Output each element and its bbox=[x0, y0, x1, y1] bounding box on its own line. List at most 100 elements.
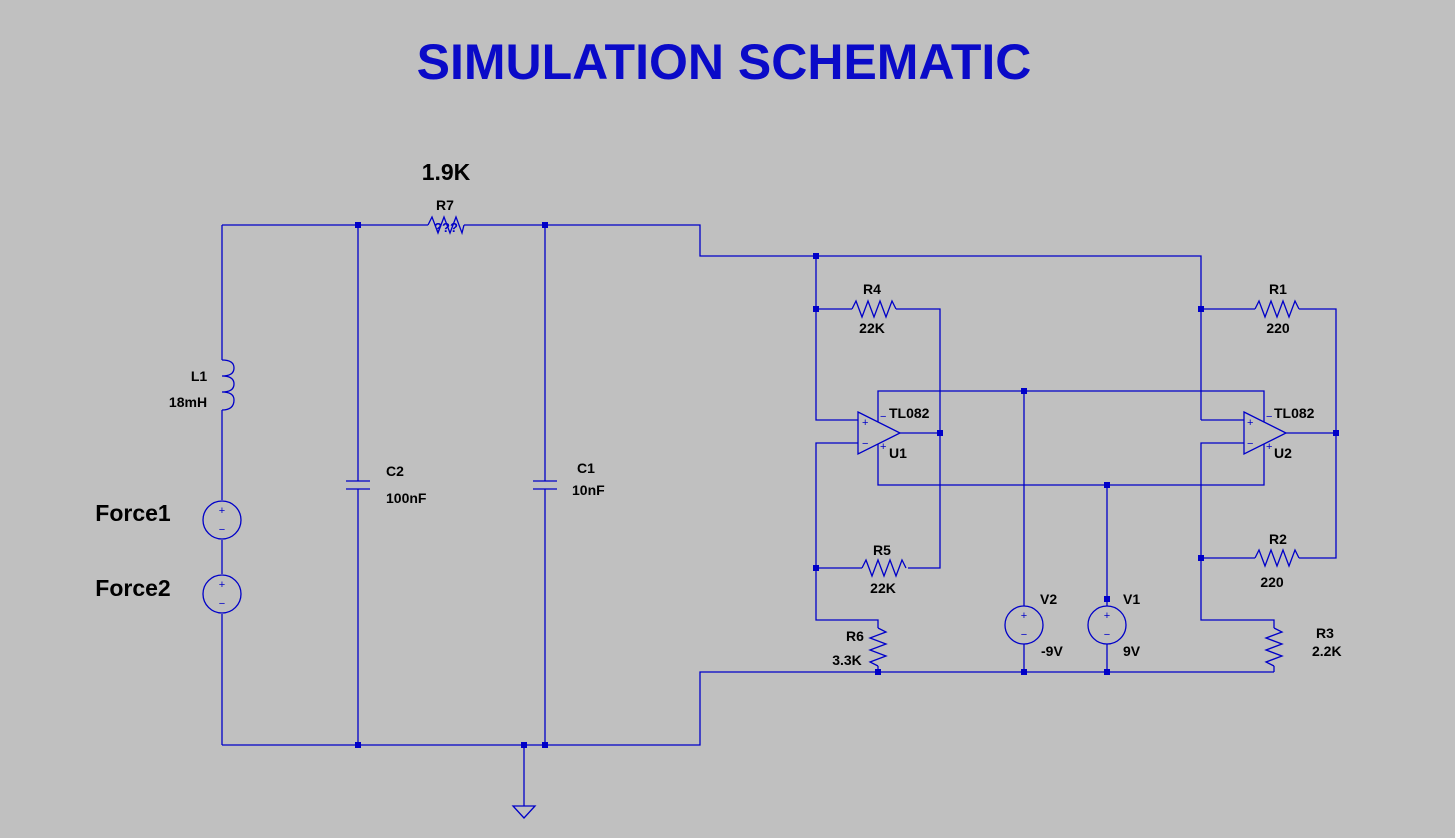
force1-label: Force1 bbox=[95, 500, 171, 526]
resistor-r7[interactable]: 1.9K R7 ??? bbox=[422, 159, 471, 236]
c1-label: C1 bbox=[577, 460, 595, 476]
junction bbox=[813, 306, 819, 312]
junction bbox=[813, 253, 819, 259]
r2-zigzag bbox=[1254, 548, 1300, 568]
u1-part: TL082 bbox=[889, 405, 930, 421]
r6-label: R6 bbox=[846, 628, 864, 644]
force2-circle bbox=[202, 574, 242, 614]
u1-triangle bbox=[857, 410, 902, 456]
u2-triangle bbox=[1243, 410, 1288, 456]
c1-plates bbox=[533, 480, 557, 490]
force2-label: Force2 bbox=[95, 575, 170, 601]
inductor-l1[interactable]: L1 18mH bbox=[169, 359, 235, 411]
r3-label: R3 bbox=[1316, 625, 1334, 641]
c2-value: 100nF bbox=[386, 490, 427, 506]
junction bbox=[1021, 669, 1027, 675]
u2-plus: + bbox=[1247, 417, 1253, 429]
resistor-r2[interactable]: R2 220 bbox=[1254, 531, 1300, 590]
wires bbox=[221, 224, 1337, 806]
junctions bbox=[355, 222, 1339, 748]
c2-plates bbox=[346, 480, 370, 490]
v2-circle bbox=[1004, 605, 1044, 645]
resistor-r6[interactable]: R6 3.3K bbox=[832, 627, 888, 668]
junction bbox=[355, 742, 361, 748]
junction bbox=[1104, 482, 1110, 488]
r2-label: R2 bbox=[1269, 531, 1287, 547]
junction bbox=[1333, 430, 1339, 436]
v2-label: V2 bbox=[1040, 591, 1057, 607]
r4-zigzag bbox=[851, 299, 897, 319]
r6-zigzag bbox=[868, 627, 888, 667]
junction bbox=[542, 222, 548, 228]
force1-minus: − bbox=[219, 524, 225, 536]
force1-circle bbox=[202, 500, 242, 540]
source-force2[interactable]: + − Force2 bbox=[95, 574, 242, 614]
r7-placeholder: ??? bbox=[434, 220, 458, 235]
r5-zigzag bbox=[861, 558, 907, 578]
wire-u1-plus bbox=[815, 256, 858, 421]
r1-zigzag bbox=[1254, 299, 1300, 319]
u2-vminus: + bbox=[1266, 441, 1272, 453]
r1-label: R1 bbox=[1269, 281, 1287, 297]
u1-minus: − bbox=[862, 438, 868, 450]
opamp-u2[interactable]: + − − + TL082 U2 bbox=[1243, 405, 1315, 461]
u2-minus: − bbox=[1247, 438, 1253, 450]
v1-value: 9V bbox=[1123, 643, 1141, 659]
r1-value: 220 bbox=[1266, 320, 1290, 336]
capacitor-c1[interactable]: C1 10nF bbox=[533, 460, 605, 498]
v2-plus: + bbox=[1021, 610, 1027, 622]
r5-value: 22K bbox=[870, 580, 896, 596]
force1-plus: + bbox=[219, 505, 225, 517]
u2-vplus: − bbox=[1266, 411, 1272, 423]
wire-r4-right bbox=[896, 308, 941, 569]
r6-value: 3.3K bbox=[832, 652, 862, 668]
force2-plus: + bbox=[219, 579, 225, 591]
wire-u1-minus bbox=[815, 442, 879, 628]
junction bbox=[355, 222, 361, 228]
wire-bottom-rail bbox=[222, 671, 1274, 746]
junction bbox=[1198, 555, 1204, 561]
u1-label: U1 bbox=[889, 445, 907, 461]
wire-u2-minus bbox=[1200, 442, 1275, 628]
r5-label: R5 bbox=[873, 542, 891, 558]
junction bbox=[1104, 596, 1110, 602]
wire-supply-bottom bbox=[877, 446, 1265, 486]
opamp-u1[interactable]: + − − + TL082 U1 bbox=[857, 405, 930, 461]
v1-minus: − bbox=[1104, 629, 1110, 641]
v1-circle bbox=[1087, 605, 1127, 645]
junction bbox=[1104, 669, 1110, 675]
r4-value: 22K bbox=[859, 320, 885, 336]
u1-plus: + bbox=[862, 417, 868, 429]
source-force1[interactable]: + − Force1 bbox=[95, 500, 242, 540]
resistor-r4[interactable]: R4 22K bbox=[851, 281, 897, 336]
resistor-r3[interactable]: R3 2.2K bbox=[1264, 625, 1342, 667]
c1-value: 10nF bbox=[572, 482, 605, 498]
u1-vplus: − bbox=[880, 411, 886, 423]
r7-label: R7 bbox=[436, 197, 454, 213]
v2-minus: − bbox=[1021, 629, 1027, 641]
source-v2[interactable]: + − V2 -9V bbox=[1004, 591, 1063, 659]
r2-value: 220 bbox=[1260, 574, 1284, 590]
junction bbox=[937, 430, 943, 436]
junction bbox=[542, 742, 548, 748]
v1-plus: + bbox=[1104, 610, 1110, 622]
junction bbox=[1021, 388, 1027, 394]
l1-coil bbox=[221, 359, 235, 411]
v1-label: V1 bbox=[1123, 591, 1140, 607]
resistor-r1[interactable]: R1 220 bbox=[1254, 281, 1300, 336]
capacitor-c2[interactable]: C2 100nF bbox=[346, 463, 427, 506]
u2-part: TL082 bbox=[1274, 405, 1315, 421]
junction bbox=[813, 565, 819, 571]
junction bbox=[521, 742, 527, 748]
r4-label: R4 bbox=[863, 281, 881, 297]
r7-value: 1.9K bbox=[422, 159, 471, 185]
source-v1[interactable]: + − V1 9V bbox=[1087, 591, 1141, 659]
schematic-title: SIMULATION SCHEMATIC bbox=[417, 34, 1032, 90]
force2-minus: − bbox=[219, 598, 225, 610]
resistor-r5[interactable]: R5 22K bbox=[861, 542, 907, 596]
r3-value: 2.2K bbox=[1312, 643, 1342, 659]
junction bbox=[1198, 306, 1204, 312]
u2-label: U2 bbox=[1274, 445, 1292, 461]
r7-zigzag bbox=[427, 215, 465, 236]
